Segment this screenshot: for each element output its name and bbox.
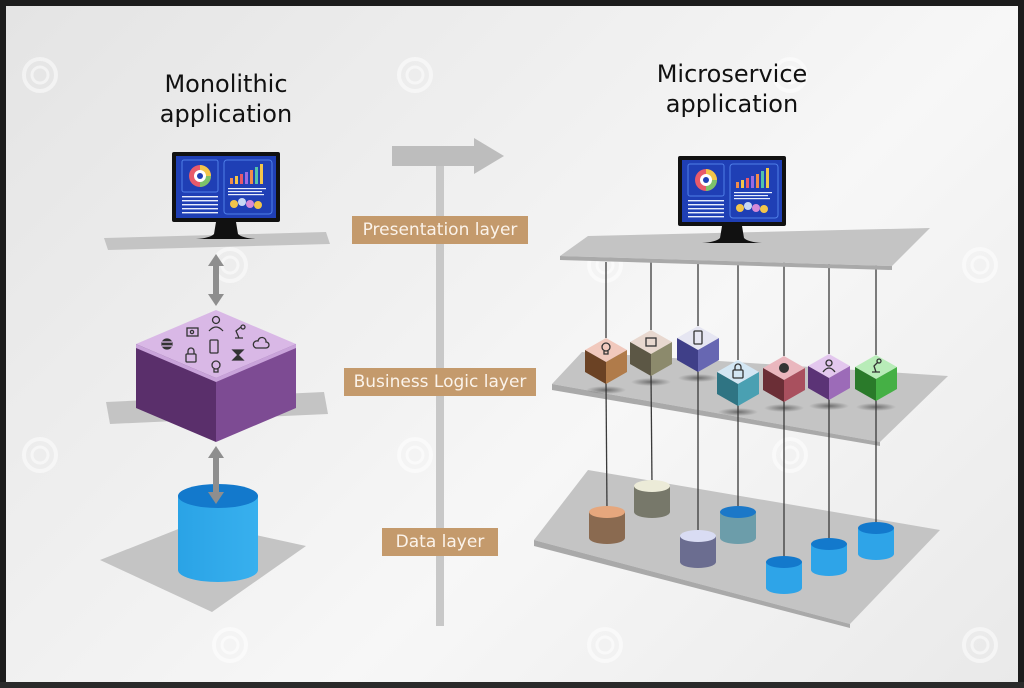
service-wire-bottom	[605, 381, 608, 513]
monolith-monitor	[171, 151, 281, 240]
smartphone-icon	[693, 330, 703, 345]
service-database	[720, 506, 756, 544]
micro-databases	[589, 480, 894, 594]
microservice-title-line2: application	[666, 90, 798, 118]
layer-label-business: Business Logic layer	[344, 368, 536, 396]
monolith-presentation-platform	[104, 232, 330, 250]
lightbulb-icon	[601, 342, 611, 355]
monolithic-section: Monolithic application	[100, 70, 330, 612]
service-cube	[855, 355, 897, 411]
layer-signpost: Presentation layer Business Logic layer …	[344, 138, 536, 626]
monolith-database	[178, 484, 258, 582]
service-cube	[585, 338, 627, 394]
service-wires	[605, 262, 877, 562]
desk-lamp-icon	[872, 358, 882, 373]
monolith-block	[136, 310, 296, 442]
layer-label-presentation: Presentation layer	[352, 216, 528, 244]
hourglass-icon	[231, 349, 245, 361]
service-database	[680, 530, 716, 568]
svg-text:Business Logic layer: Business Logic layer	[354, 372, 527, 392]
service-database	[589, 506, 625, 544]
user-icon	[822, 359, 836, 373]
direction-arrow-icon	[392, 138, 504, 174]
monolith-arrow-presentation-business	[208, 254, 224, 306]
lock-icon	[185, 347, 197, 363]
photo-folder-icon	[186, 327, 199, 337]
service-cube	[808, 354, 850, 410]
microservice-title-line1: Microservice	[657, 60, 808, 88]
service-database	[634, 480, 670, 518]
service-database	[858, 522, 894, 560]
svg-text:Presentation layer: Presentation layer	[363, 220, 518, 240]
service-cube	[677, 326, 719, 382]
svg-text:Data layer: Data layer	[396, 532, 485, 552]
service-cube	[763, 356, 805, 412]
microservice-section: Microservice application	[534, 60, 948, 628]
photo-folder-icon	[645, 337, 657, 347]
monolith-arrow-business-data	[208, 446, 224, 504]
caption-strip	[0, 682, 1024, 688]
micro-presentation-platform	[560, 228, 930, 266]
service-database	[766, 556, 802, 594]
lock-icon	[732, 363, 744, 379]
service-cube	[717, 360, 759, 416]
layer-label-data: Data layer	[382, 528, 498, 556]
service-database	[811, 538, 847, 576]
monolithic-title-line2: application	[160, 100, 292, 128]
service-wire-bottom	[650, 373, 653, 487]
globe-icon	[161, 338, 173, 350]
user-icon	[208, 315, 224, 332]
service-cube	[630, 330, 672, 386]
micro-monitor	[677, 155, 787, 244]
cloud-icon	[252, 336, 270, 349]
monolithic-title-line1: Monolithic	[164, 70, 287, 98]
diagram-canvas: Monolithic application	[6, 6, 1018, 682]
desk-lamp-icon	[235, 324, 246, 339]
lightbulb-icon	[211, 360, 221, 373]
smartphone-icon	[209, 339, 219, 354]
micro-service-cubes	[585, 326, 897, 416]
architecture-diagram: Monolithic application	[22, 57, 998, 663]
globe-icon	[779, 363, 789, 373]
